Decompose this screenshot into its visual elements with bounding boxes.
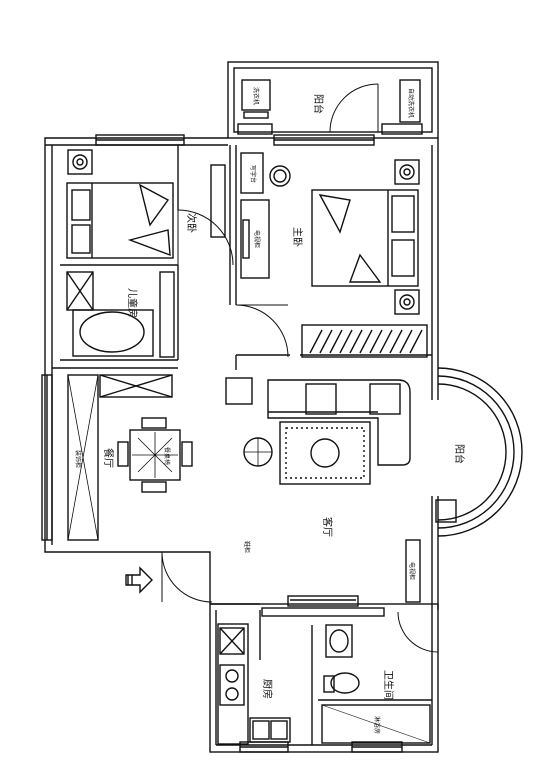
doors [161,83,439,653]
round-balcony [437,367,523,537]
desk [240,152,291,194]
floor-lamp [243,437,273,467]
sideboard [99,374,173,398]
nightstands [67,149,420,315]
label-tv-cabinet-living: 电视柜 [408,561,416,581]
label-master-bedroom: 主卧 [291,227,302,247]
kitchen-counter [217,623,291,745]
label-auto-washer: 自动洗衣机 [407,87,415,119]
interior-walls [52,145,432,745]
label-tv-cabinet: 电视柜 [253,229,261,249]
wardrobe-master [301,324,428,358]
label-sideboard: 装饰柜 [74,449,82,469]
auto-washer-cabinet [399,79,421,123]
basin-balcony [435,499,457,523]
entrance-arrow [125,566,153,594]
label-kids-room: 儿童房 [126,288,137,318]
tv-cabinet-master [240,199,270,279]
label-balcony-round: 阳台 [453,444,464,464]
kids-furniture [66,271,175,358]
carpet [279,421,371,485]
label-dining-set: 餐桌椅 [163,446,171,466]
label-kitchen: 厨房 [261,679,272,699]
shoe-cabinet-dining [67,374,99,541]
label-second-bedroom: 次卧 [185,213,196,233]
washer [241,79,271,119]
shelf [261,595,385,617]
label-washer: 洗衣机 [252,86,260,106]
label-living: 客厅 [321,517,332,537]
label-bathroom: 卫生间 [382,670,393,700]
tv-cabinet-living [405,539,421,603]
label-dining: 餐厅 [102,448,113,468]
fridge [225,377,253,405]
tv-cabinet-second [210,164,226,238]
sofa [267,379,411,466]
label-shoe-cabinet: 鞋柜 [243,540,251,554]
windows [41,123,423,753]
label-desk: 写字台 [249,164,257,184]
dining-set [117,417,193,493]
bed-master [311,189,419,287]
label-balcony-top: 阳台 [312,94,323,114]
bed-second [66,182,174,259]
bathroom-fixtures [321,624,431,744]
label-shower: 淋浴房 [373,715,381,735]
